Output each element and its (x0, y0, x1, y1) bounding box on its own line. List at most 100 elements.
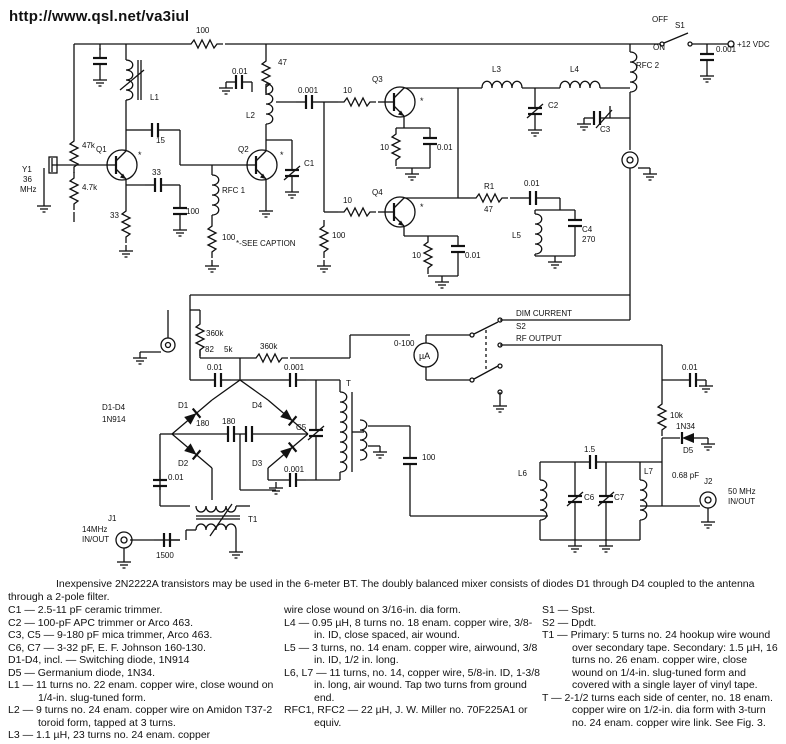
l2-label: L2 (246, 111, 255, 120)
s2-label: S2 (516, 322, 526, 331)
part-item: T1 — Primary: 5 turns no. 24 hookup wire… (542, 629, 778, 691)
c001-e-label: 0.01 (524, 179, 540, 188)
c001-c-label: 0.01 (437, 143, 453, 152)
part-item: L5 — 3 turns, no. 14 enam. copper wire, … (284, 641, 538, 667)
part-item: L1 — 11 turns no. 22 enam. copper wire, … (8, 679, 274, 704)
c33-label: 33 (152, 168, 161, 177)
oscillator-q1: Q1 * 47k 4.7k L1 15 33 33 Y1 36 (20, 44, 181, 258)
d5-label: D5 (683, 446, 694, 455)
c270-label: 270 (582, 235, 596, 244)
c4-label: C4 (582, 225, 593, 234)
r10-c-label: 10 (343, 196, 352, 205)
r10-a-label: 10 (343, 86, 352, 95)
figure-caption: Inexpensive 2N2222A transistors may be u… (8, 578, 778, 742)
see-caption-label: *-SEE CAPTION (236, 239, 296, 248)
j2-freq-label: 50 MHz (728, 487, 756, 496)
c6-label: C6 (584, 493, 595, 502)
c100-b-label: 100 (422, 453, 436, 462)
c0001-c-label: 0.001 (298, 86, 319, 95)
q3-star: * (420, 96, 424, 106)
c001-f-label: 0.01 (207, 363, 223, 372)
r100-c-label: 100 (332, 231, 346, 240)
r1-l5-c4-network: R1 47 0.01 L5 C4 270 (458, 179, 596, 269)
t1-label: T1 (248, 515, 258, 524)
part-item: wire close wound on 3/16-in. dia form. (284, 604, 461, 616)
on-label: ON (653, 43, 665, 52)
part-item: C3, C5 — 9-180 pF mica trimmer, Arco 463… (8, 629, 213, 641)
top-rail (73, 39, 630, 135)
r47-b-label: 47 (484, 205, 493, 214)
part-item: RFC1, RFC2 — 22 µH, J. W. Miller no. 70F… (284, 704, 528, 729)
r10-d-label: 10 (412, 251, 421, 260)
d3-label: D3 (252, 459, 263, 468)
c180-a-label: 180 (196, 419, 210, 428)
parts-list-col1: C1 — 2.5-11 pF ceramic trimmer. C2 — 100… (8, 604, 284, 742)
j1-freq-label: 14MHz (82, 525, 107, 534)
j1-label: J1 (108, 514, 117, 523)
c3-label: C3 (600, 125, 611, 134)
crystal-freq: 36 (23, 175, 32, 184)
r100-top-label: 100 (196, 26, 210, 35)
part-item: S2 — Dpdt. (542, 616, 597, 629)
l4-label: L4 (570, 65, 579, 74)
q1-star: * (138, 150, 142, 160)
c7-label: C7 (614, 493, 625, 502)
parts-list-col3: S1 — Spst. S2 — Dpdt. T1 — Primary: 5 tu… (542, 604, 778, 742)
meter-range: 0-100 (394, 339, 415, 348)
r360k-label: 360k (206, 329, 224, 338)
l7-label: L7 (644, 467, 653, 476)
l3-label: L3 (492, 65, 501, 74)
r10k-label: 10k (670, 411, 684, 420)
r1-label: R1 (484, 182, 495, 191)
d1d4-label: D1-D4 (102, 403, 126, 412)
c1500-label: 1500 (156, 551, 174, 560)
c001-b-label: 0.01 (232, 67, 248, 76)
c2-label: C2 (548, 101, 559, 110)
part-item: L6, L7 — 11 turns, no. 14, copper wire, … (284, 666, 541, 704)
j2-label: J2 (704, 477, 713, 486)
r5k-label: 5k (224, 345, 233, 354)
rfc2-label: RFC 2 (636, 61, 660, 70)
r10-b-label: 10 (380, 143, 389, 152)
meter-unit: µA (419, 351, 430, 361)
r47-top-label: 47 (278, 58, 287, 67)
d1-label: D1 (178, 401, 189, 410)
q3-label: Q3 (372, 75, 383, 84)
part-item: D1-D4, incl. — Switching diode, 1N914 (8, 654, 190, 666)
off-label: OFF (652, 15, 668, 24)
c001-i-label: 0.01 (168, 473, 184, 482)
c001-d-label: 0.01 (465, 251, 481, 260)
c180-b-label: 180 (222, 417, 236, 426)
c15b-label: 1.5 (584, 445, 596, 454)
part-item: L2 — 9 turns no. 24 enam. copper wire on… (8, 704, 273, 729)
q2-star: * (280, 150, 284, 160)
dim-current-label: DIM CURRENT (516, 309, 572, 318)
l5-label: L5 (512, 231, 521, 240)
caption-lead: Inexpensive 2N2222A transistors may be u… (8, 578, 755, 603)
y1-label: Y1 (22, 165, 32, 174)
schematic-diagram: OFF ON S1 +12 VDC 0.001 100 Q1 * 47k 4.7… (20, 15, 770, 569)
part-item: C1 — 2.5-11 pF ceramic trimmer. (8, 604, 163, 616)
t-label: T (346, 379, 351, 388)
part-item: L3 — 1.1 µH, 23 turns no. 24 enam. coppe… (8, 729, 211, 741)
crystal-unit: MHz (20, 185, 36, 194)
part-item: C2 — 100-pF APC trimmer or Arco 463. (8, 616, 193, 629)
part-item: T — 2-1/2 turns each side of center, no.… (542, 691, 773, 729)
c1-label: C1 (304, 159, 315, 168)
parts-list-col2: wire close wound on 3/16-in. dia form. L… (284, 604, 542, 742)
j2-inout-label: IN/OUT (728, 497, 755, 506)
c068-label: 0.68 pF (672, 471, 699, 480)
j1-inout-label: IN/OUT (82, 535, 109, 544)
transformer-t1: T1 1500 J1 14MHz IN/OUT (82, 503, 258, 569)
mixer-drivers: 0.001 10 10 100 Q3 * 10 0.01 Q4 * (276, 75, 481, 289)
part-item: S1 — Spst. (542, 604, 596, 616)
output-filter: L3 L4 C2 RFC 2 C3 (189, 44, 660, 380)
c100-label: 100 (186, 207, 200, 216)
l6-label: L6 (518, 469, 527, 478)
diode-ring-mixer: 0.01 0.001 D1-D4 1N914 D1 D4 D2 D3 180 1… (102, 358, 436, 516)
rf-output-label: RF OUTPUT (516, 334, 562, 343)
multiplier-q2: Q2 * RFC 1 100 100 47 L2 0.01 C1 *-SEE C… (171, 44, 315, 273)
d2-label: D2 (178, 459, 189, 468)
part-item: C6, C7 — 3-32 pF, E. F. Johnson 160-130. (8, 641, 206, 654)
c0001-label: 0.001 (716, 45, 737, 54)
